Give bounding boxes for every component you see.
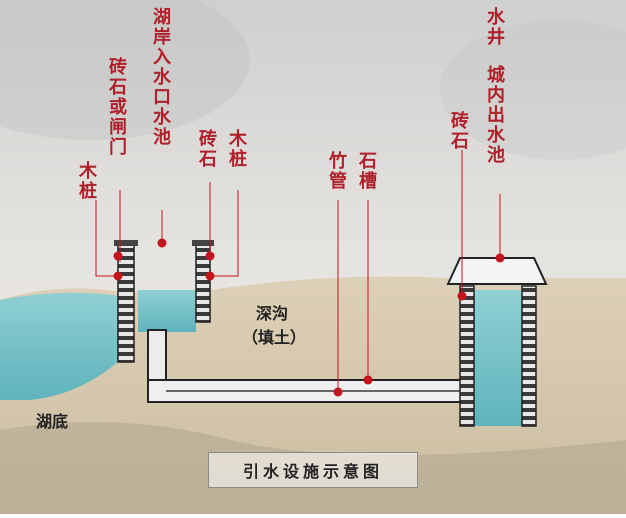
label-brick-middle: 砖石 [199, 129, 217, 170]
marker-dot [113, 251, 123, 261]
marker-dot [157, 238, 167, 248]
label-city-outlet-pool: 城内出水池 [487, 65, 505, 166]
label-bamboo-pipe: 竹管 [329, 151, 347, 192]
inlet-pool-water [138, 290, 196, 332]
label-wood-pile-right: 木桩 [229, 129, 247, 170]
label-lake-bottom: 湖底 [36, 412, 69, 431]
label-brick-well: 砖石 [451, 111, 469, 152]
label-fill-soil: （填土） [242, 328, 307, 347]
marker-dot [205, 271, 215, 281]
marker-dot [113, 271, 123, 281]
pointer-lines [95, 150, 501, 392]
label-well: 水井 [487, 7, 505, 48]
well-right-wall [521, 285, 537, 427]
marker-dot [205, 251, 215, 261]
label-brick-or-gate: 砖石或闸门 [109, 57, 127, 158]
marker-dot [457, 291, 467, 301]
marker-dot [495, 253, 505, 263]
ink-cloud [0, 0, 250, 140]
label-wood-pile-left: 木桩 [79, 161, 97, 202]
well-cap [446, 257, 548, 285]
lake-water [0, 292, 120, 400]
label-deep-ditch: 深沟 [256, 304, 289, 323]
label-lake-inlet-pool: 湖岸入水口水池 [153, 7, 171, 148]
well-water [474, 290, 522, 426]
ink-cloud [440, 20, 626, 160]
middle-wall-cap [192, 240, 214, 246]
well-left-wall [459, 285, 475, 427]
diagram-caption: 引水设施示意图 [242, 462, 383, 481]
marker-dot [333, 387, 343, 397]
caption-box: 引水设施示意图 [208, 452, 418, 488]
marker-dots [113, 238, 505, 397]
marker-dot [363, 375, 373, 385]
label-stone-trough: 石槽 [359, 151, 377, 192]
left-wall-cap [114, 240, 138, 246]
